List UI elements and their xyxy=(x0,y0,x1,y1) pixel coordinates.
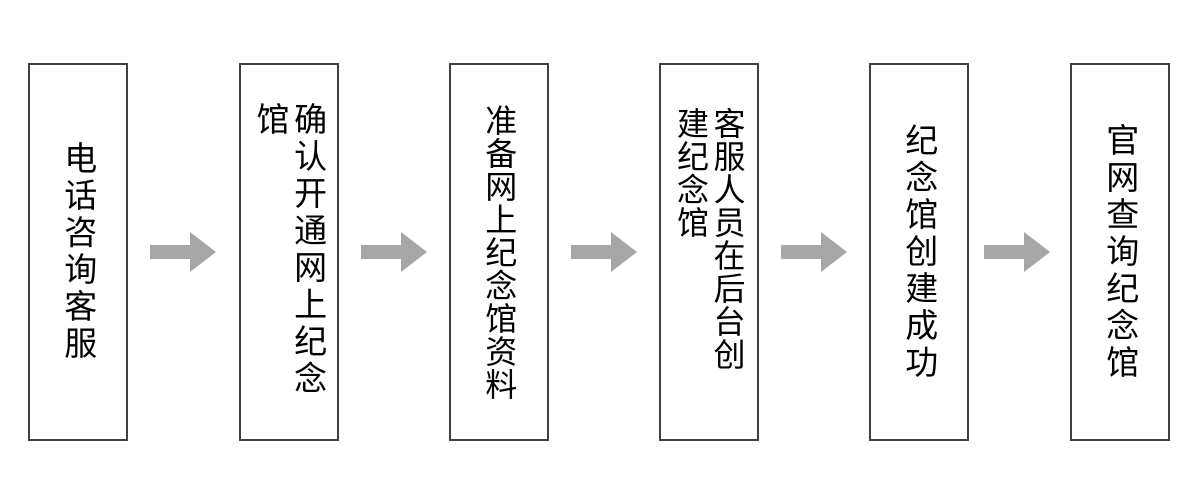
flowchart-arrow-1-icon xyxy=(150,232,216,272)
flowchart-node-step-3[interactable]: 准备网上纪念馆资料 xyxy=(449,63,549,441)
flowchart-node-step-1[interactable]: 电话咨询客服 xyxy=(28,63,128,441)
flowchart-node-step-5[interactable]: 纪念馆创建成功 xyxy=(869,63,969,441)
flowchart-node-step-2[interactable]: 确认开通网上纪念馆 xyxy=(239,63,339,441)
flowchart-arrow-2-icon xyxy=(361,232,427,272)
flowchart-node-label: 纪念馆创建成功 xyxy=(899,122,939,382)
flowchart-node-step-4[interactable]: 客服人员在后台创建纪念馆 xyxy=(659,63,759,441)
flowchart-arrow-4-icon xyxy=(781,232,847,272)
flowchart-node-label: 准备网上纪念馆资料 xyxy=(480,103,519,401)
flowchart-node-step-6[interactable]: 官网查询纪念馆 xyxy=(1070,63,1170,441)
flowchart-node-label: 官网查询纪念馆 xyxy=(1100,122,1140,382)
flowchart-node-label: 确认开通网上纪念馆 xyxy=(251,102,328,398)
flowchart-node-label: 电话咨询客服 xyxy=(58,141,98,363)
flowchart-node-label: 客服人员在后台创建纪念馆 xyxy=(672,107,747,371)
flowchart-arrow-3-icon xyxy=(571,232,637,272)
flowchart-arrow-5-icon xyxy=(984,232,1050,272)
